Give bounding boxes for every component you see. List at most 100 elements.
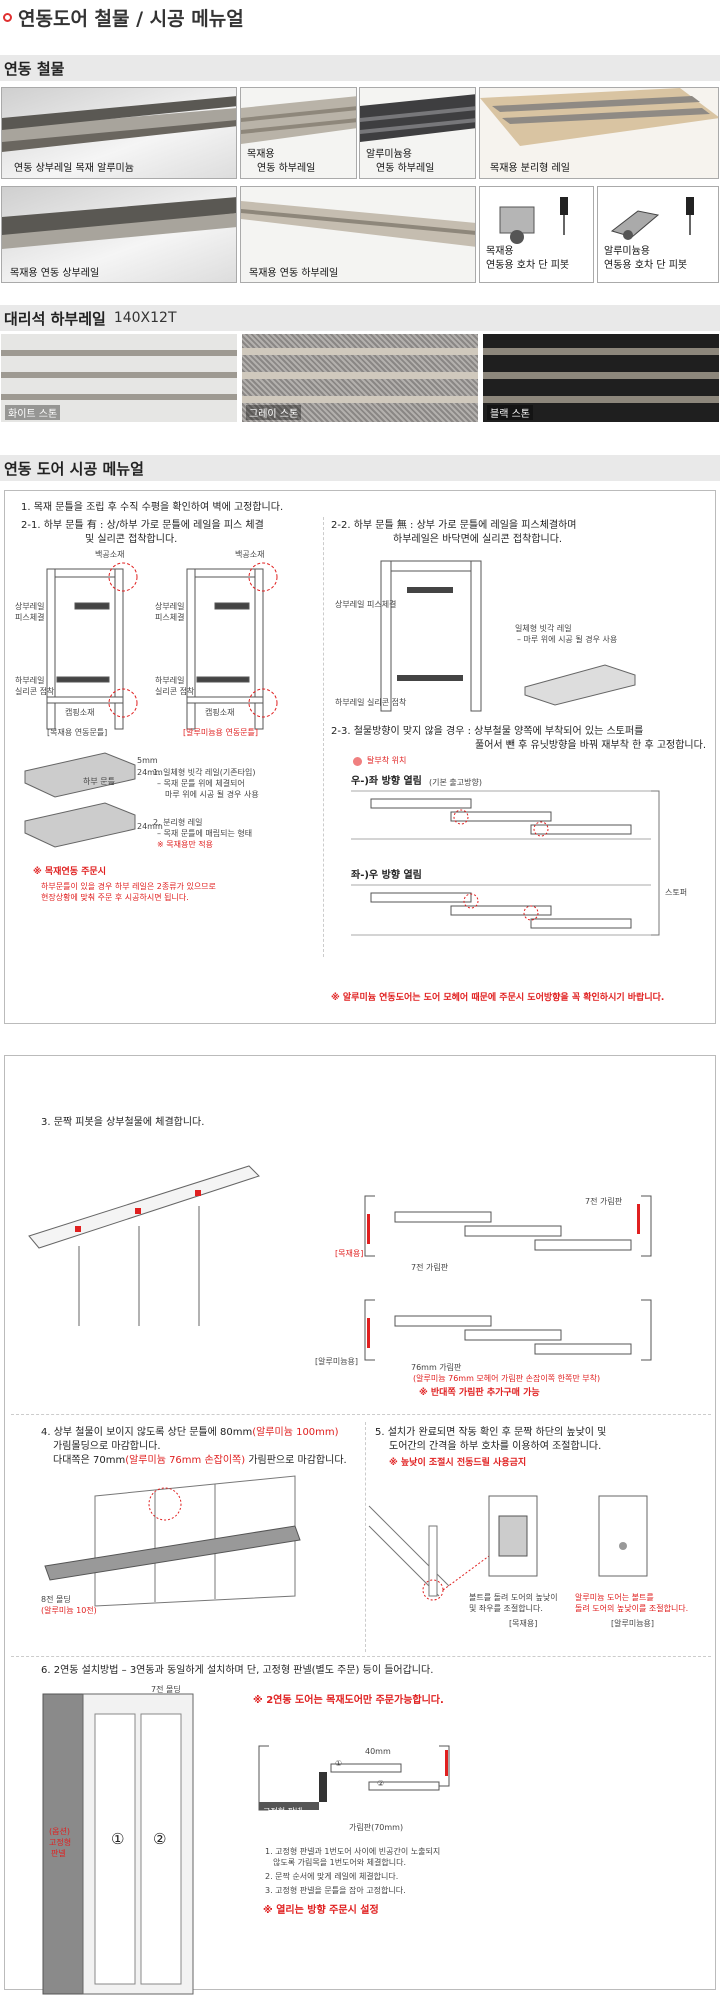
note: 및 좌우를 조절합니다. [469,1604,543,1613]
page-title-row: 연동도어 철물 / 시공 메뉴얼 [0,0,720,34]
hw-caption: 연동 하부레일 [257,163,316,174]
label: 상부레일 피스체결 [335,600,397,609]
section-hardware-header: 연동 철물 [0,55,720,81]
manual-panel-1: 1. 목재 문틀을 조립 후 수직 수평을 확인하여 벽에 고정합니다. 2-1… [4,490,716,1024]
note: 볼트를 돌려 도어의 높낮이 [469,1593,558,1602]
hw-caption: 목재용 연동 상부레일 [10,268,100,279]
section-title: 대리석 하부레일 [4,309,106,328]
stone-caption: 블랙 스톤 [487,405,533,420]
plan-diagram [258,1745,450,1811]
label: 하부레일 [15,676,45,685]
label: (옵션) [49,1827,70,1836]
stone-caption: 그레이 스톤 [246,405,302,420]
step-2-2-text: 2-2. 하부 문틀 無 : 상부 가로 문틀에 레일을 피스체결하며 [331,520,577,531]
door-number: ① [335,1759,343,1768]
hw-photo-6: 목재용 연동 하부레일 [240,186,476,283]
hw-photo-4: 목재용 분리형 레일 [479,87,719,179]
hw-photo-7: 목재용 연동용 호차 단 피봇 [479,186,594,283]
step-6-text: 6. 2연동 설치방법 – 3연동과 동일하게 설치하며 단, 고정형 판넬(별… [41,1665,434,1676]
two-door-diagram [42,1693,194,1995]
label: [목재용] [335,1249,364,1258]
page-title: 연동도어 철물 / 시공 메뉴얼 [18,7,244,30]
stone-caption: 화이트 스톤 [5,405,61,420]
label: 백공소재 [95,550,125,559]
label: 실리콘 접착 [155,687,195,696]
label: 실리콘 접착 [15,687,55,696]
hw-caption: 알루미늄용 [604,246,650,257]
section-title: 연동 철물 [4,59,65,78]
label: 하부레일 실리콘 접착 [335,698,407,707]
step-4-text-c2: 가림판으로 마감합니다. [245,1455,347,1466]
hw-caption: 알루미늄용 [366,149,412,160]
rail-profile-2 [524,664,636,706]
step-4-text-c: 다대쪽은 70mm [53,1455,126,1466]
step-2-3-text-b: 풀어서 뺀 후 유닛방향을 바꿔 재부착 한 후 고정합니다. [475,740,707,751]
hw-photo-2: 목재용 연동 하부레일 [240,87,357,179]
warning: ※ 열리는 방향 주문시 설정 [263,1905,379,1916]
note: – 목재 문틀에 매립되는 형태 [157,829,253,838]
section-title: 연동 도어 시공 메뉴얼 [4,459,144,478]
label: [목재용] [509,1619,538,1628]
label: 하부 문틀 [83,777,115,786]
label: 일체형 빗각 레일 [515,624,572,633]
label: 캡핑소재 [65,708,95,717]
door-number: ② [153,1830,167,1848]
hw-caption: 목재용 분리형 레일 [490,163,570,174]
blind-diagram-alu [364,1299,652,1361]
label: 76mm 가림판 [411,1363,462,1372]
step-4-red-c: (알루미늄 76mm 손잡이쪽) [125,1455,246,1466]
section-manual-header: 연동 도어 시공 메뉴얼 [0,455,720,481]
hw-caption: 연동 상부레일 목재 알루미늄 [14,163,134,174]
manual-panel-2: 3. 문짝 피봇을 상부철물에 체결합니다. 7전 가림판 [목재용] 7전 가… [4,1055,716,1995]
frame-diagram [46,562,278,730]
step-3-text: 3. 문짝 피봇을 상부철물에 체결합니다. [41,1117,205,1128]
label: 상부레일 [155,602,185,611]
label: [알루미늄용] [315,1357,359,1366]
hw-photo-5: 목재용 연동 상부레일 [1,186,237,283]
molding-diagram [44,1475,301,1607]
step-5-text: 5. 설치가 완료되면 작동 확인 후 문짝 하단의 높낮이 및 [375,1427,607,1438]
label: 7전 가림판 [585,1197,623,1206]
step-1-text: 1. 목재 문틀을 조립 후 수직 수평을 확인하여 벽에 고정합니다. [21,502,284,513]
direction-label: 좌-)우 방향 열림 [351,870,422,881]
dimension: 40mm [365,1747,391,1756]
bullet-icon [3,12,12,22]
label: 하부레일 [155,676,185,685]
label: – 마루 위에 시공 될 경우 사용 [517,635,618,644]
label: 백공소재 [235,550,265,559]
note: 마루 위에 시공 될 경우 사용 [165,790,259,799]
label: 고정형 [49,1838,72,1847]
legend: 탈부착 위치 [367,756,407,765]
warning: 현장상황에 맞춰 주문 후 시공하시면 됩니다. [41,893,189,902]
step-4-text-b: 가림몰딩으로 마감합니다. [53,1441,161,1452]
label: [알루미늄용 연동문틀] [183,728,259,737]
label: (알루미늄 10전) [41,1606,97,1615]
note: 2. 분리형 레일 [153,818,203,827]
frame-diagram-2 [380,560,482,712]
step-5-text-b: 도어간의 간격을 하부 호차를 이용하여 조절합니다. [389,1441,602,1452]
note: – 목재 문틀 위에 체결되어 [157,779,245,788]
note: 돌려 도어의 높낮이를 조절합니다. [575,1604,689,1613]
step-2-1-text: 2-1. 하부 문틀 有 : 상/하부 가로 문틀에 레일을 피스 체결 [21,520,264,531]
hw-caption: 목재용 연동 하부레일 [249,268,339,279]
note: 2. 문짝 순서에 맞게 레일에 체결합니다. [265,1872,399,1881]
warning: ※ 2연동 도어는 목재도어만 주문가능합니다. [253,1695,444,1706]
note: 1. 일체형 빗각 레일(기존타입) [153,768,256,777]
step-4-text: 4. 상부 철물이 보이지 않도록 상단 문틀에 80mm [41,1427,253,1438]
note: ※ 목재용만 적용 [157,840,213,849]
divider [323,517,324,957]
hw-caption: 연동용 호차 단 피봇 [604,260,688,271]
adjust-diagram [368,1495,648,1601]
step-2-2-text-b: 하부레일은 바닥면에 실리콘 접착합니다. [393,534,563,545]
label: [알루미늄용] [611,1619,655,1628]
label: 피스체결 [155,613,185,622]
stopper-marker-icon [353,757,362,766]
step-2-3-text: 2-3. 철물방향이 맞지 않을 경우 : 상부철물 양쪽에 부착되어 있는 스… [331,726,644,737]
label: 8전 몰딩 [41,1595,71,1604]
hw-photo-3: 알루미늄용 연동 하부레일 [359,87,476,179]
stone-white: 화이트 스톤 [1,334,237,422]
label: 고정형 판넬 [263,1807,303,1816]
label: 캡핑소재 [205,708,235,717]
dimension: 5mm [137,756,158,765]
